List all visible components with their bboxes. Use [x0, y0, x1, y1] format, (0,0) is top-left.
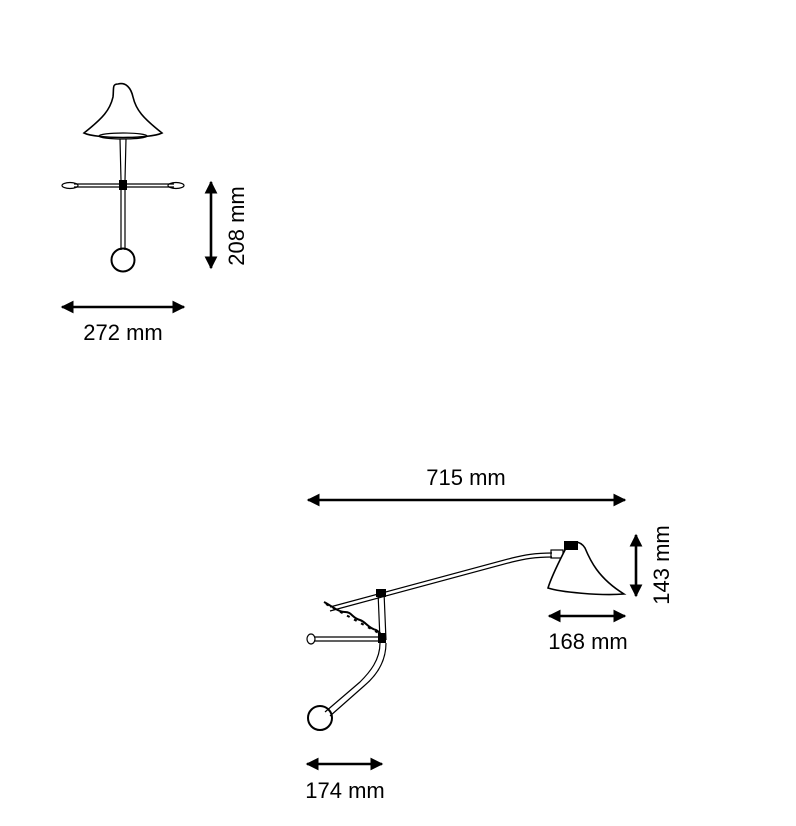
front-upper-stem — [119, 138, 127, 181]
side-twisted-cord-beads — [325, 603, 385, 637]
front-crossbar-right-cap — [167, 181, 185, 190]
side-twisted-cord — [323, 601, 385, 639]
front-wall-plate — [110, 247, 136, 273]
shade-height-label: 143 mm — [649, 525, 674, 604]
side-shade — [547, 541, 627, 596]
front-width-label: 272 mm — [83, 320, 162, 345]
front-crossbar-left-cap — [61, 181, 79, 190]
front-view-lamp — [61, 82, 185, 273]
front-shade-rim — [98, 132, 148, 140]
front-shade — [82, 82, 164, 139]
side-short-arm — [314, 636, 382, 642]
front-lower-stem — [120, 190, 126, 250]
side-lower-joint — [378, 633, 386, 643]
side-wall-plate — [307, 705, 333, 731]
side-long-arm — [329, 552, 553, 612]
side-shade-cap — [564, 541, 578, 550]
side-view-lamp — [306, 541, 627, 731]
front-joint — [119, 180, 127, 190]
side-pivot-joint — [376, 589, 386, 597]
front-height-label: 208 mm — [224, 186, 249, 265]
side-lower-diagonal — [324, 642, 387, 717]
shade-width-label: 168 mm — [548, 629, 627, 654]
base-width-label: 174 mm — [305, 778, 384, 803]
side-length-label: 715 mm — [426, 465, 505, 490]
side-short-arm-cap — [306, 633, 316, 645]
